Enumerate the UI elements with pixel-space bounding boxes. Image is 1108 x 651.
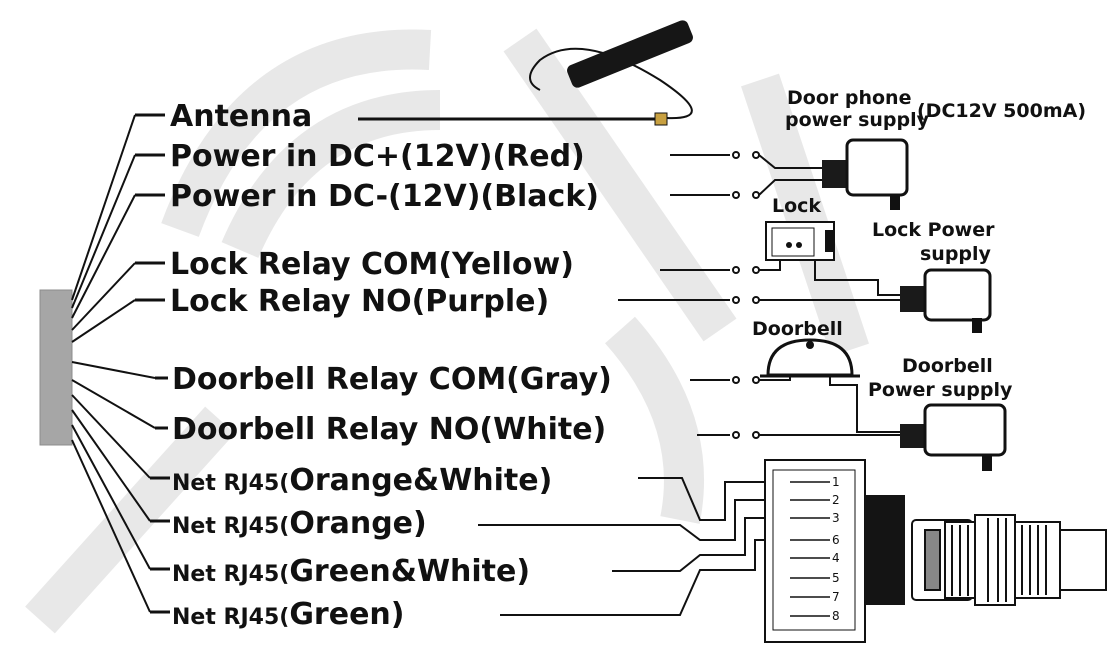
- door-phone-power-adapter-icon: [822, 138, 909, 210]
- door-phone-supply-spec: (DC12V 500mA): [917, 100, 1086, 122]
- door-phone-supply-label-1: Door phone: [787, 87, 911, 109]
- lock-wires: [618, 260, 900, 304]
- power-wires: [670, 151, 822, 199]
- wire-label-doorbell-relay-no: Doorbell Relay NO(White): [172, 412, 606, 447]
- lock-power-label-2: supply: [920, 243, 992, 265]
- rj45-pin-block: 1 2 3 6 4 5 7 8: [764, 459, 905, 643]
- door-phone-supply-label-2: power supply: [785, 109, 930, 131]
- wire-label-power-dc-plus: Power in DC+(12V)(Red): [170, 139, 585, 174]
- doorbell-icon: [760, 338, 860, 378]
- rj45-pin-6: 6: [832, 533, 840, 547]
- wire-label-net-orange: Net RJ45(Orange): [172, 506, 427, 541]
- wire-label-lock-relay-no: Lock Relay NO(Purple): [170, 284, 549, 319]
- rj45-pin-1: 1: [832, 475, 840, 489]
- wire-label-antenna: Antenna: [170, 99, 312, 134]
- doorbell-label: Doorbell: [752, 318, 843, 340]
- wire-label-net-green-white: Net RJ45(Green&White): [172, 554, 530, 589]
- rj45-pin-4: 4: [832, 551, 840, 565]
- doorbell-power-label-2: Power supply: [868, 379, 1013, 401]
- wire-labels: Antenna Power in DC+(12V)(Red) Power in …: [135, 99, 612, 632]
- rj45-pin-7: 7: [832, 590, 840, 604]
- wire-label-lock-relay-com: Lock Relay COM(Yellow): [170, 247, 574, 282]
- rj45-pin-5: 5: [832, 571, 840, 585]
- wire-label-power-dc-minus: Power in DC-(12V)(Black): [170, 179, 599, 214]
- intercom-unit: [39, 289, 73, 446]
- watermark: [25, 28, 869, 634]
- wire-label-net-green: Net RJ45(Green): [172, 597, 405, 632]
- doorbell-power-adapter-icon: [900, 403, 1007, 471]
- doorbell-power-label-1: Doorbell: [902, 355, 993, 377]
- network-wires: [478, 477, 790, 616]
- lock-power-label-1: Lock Power: [872, 219, 995, 241]
- lock-icon: [765, 221, 835, 261]
- doorbell-wires: [690, 376, 900, 439]
- rj45-pin-2: 2: [832, 493, 840, 507]
- lock-label: Lock: [772, 195, 821, 217]
- rj45-pin-8: 8: [832, 609, 840, 623]
- rj45-pin-3: 3: [832, 511, 840, 525]
- wire-fan: [71, 114, 156, 613]
- lock-power-adapter-icon: [900, 268, 992, 333]
- rj45-connector-icon: [911, 514, 1107, 606]
- wire-label-doorbell-relay-com: Doorbell Relay COM(Gray): [172, 362, 612, 397]
- antenna-icon: [358, 20, 693, 126]
- wire-label-net-orange-white: Net RJ45(Orange&White): [172, 463, 552, 498]
